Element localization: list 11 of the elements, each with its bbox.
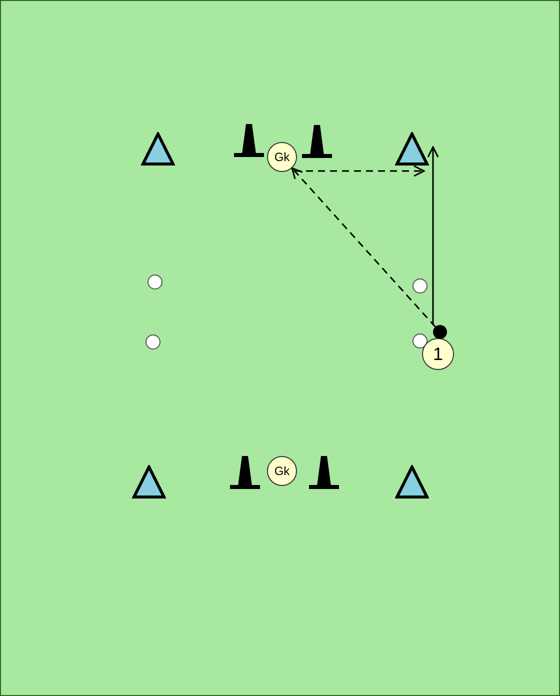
goalkeeper-marker: Gk xyxy=(267,456,297,486)
run-arrow xyxy=(427,146,439,325)
marker-triangle xyxy=(395,465,429,499)
marker-triangle xyxy=(132,465,166,499)
pass-arrow xyxy=(294,165,425,177)
marker-triangle xyxy=(395,132,429,166)
marker-triangle xyxy=(141,132,175,166)
ball xyxy=(433,325,447,339)
player-marker: 1 xyxy=(422,338,454,370)
pass-arrow xyxy=(291,167,436,328)
goalkeeper-marker: Gk xyxy=(267,142,297,172)
